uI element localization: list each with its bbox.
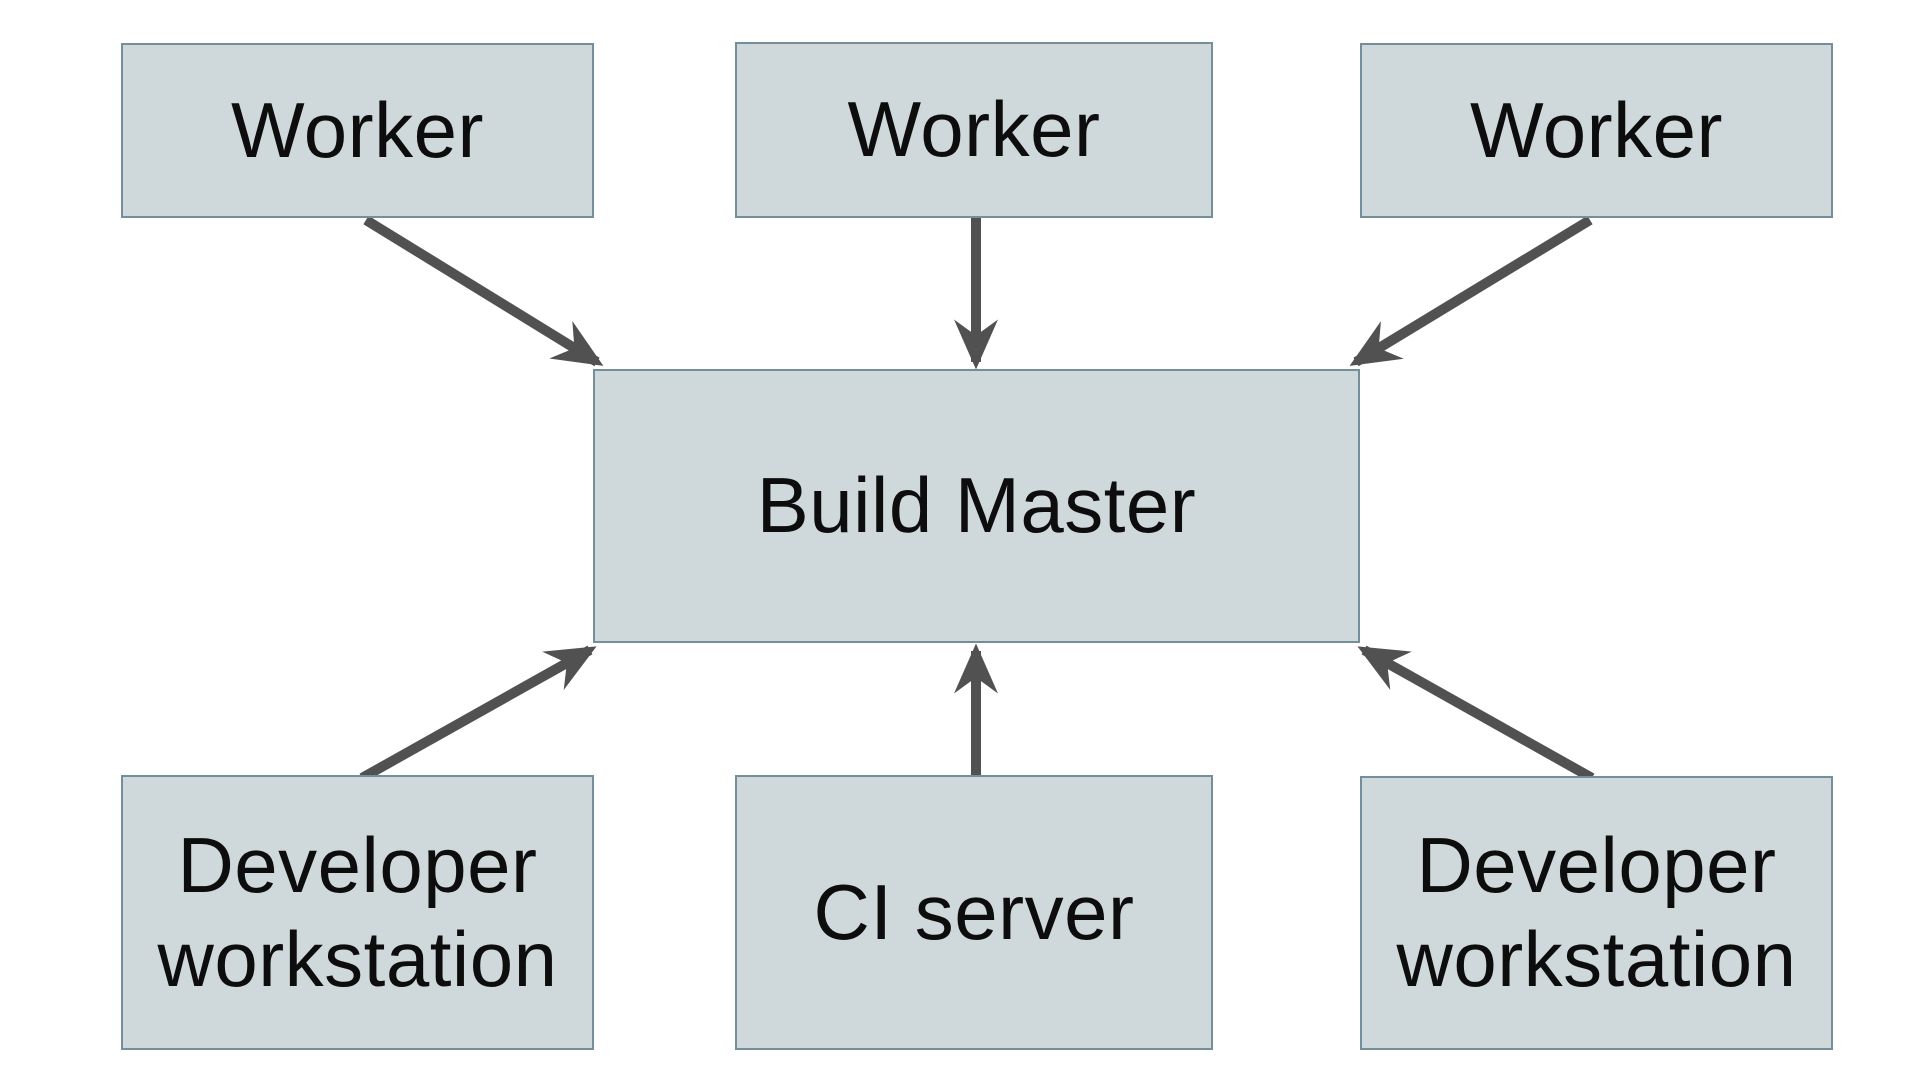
node-developer-workstation-right-label: Developer workstation [1396,821,1797,1003]
node-developer-workstation-left: Developer workstation [121,775,594,1050]
node-worker-3: Worker [1360,43,1833,218]
node-ci-server-label: CI server [813,867,1135,956]
arrow-worker-1-to-build-master [363,215,604,367]
node-ci-server: CI server [735,775,1213,1050]
arrow-dev-workstation-right-to-build-master [1357,645,1595,783]
node-build-master-label: Build Master [756,461,1197,550]
node-developer-workstation-left-label: Developer workstation [157,820,558,1003]
node-worker-1: Worker [121,43,594,218]
arrow-worker-3-to-build-master [1349,215,1593,367]
node-worker-3-label: Worker [1470,85,1723,174]
arrow-dev-workstation-left-to-build-master [359,645,597,783]
node-worker-2: Worker [735,42,1213,218]
node-build-master: Build Master [593,369,1360,643]
node-worker-2-label: Worker [847,85,1101,174]
node-worker-1-label: Worker [231,85,484,174]
node-developer-workstation-right: Developer workstation [1360,776,1833,1050]
